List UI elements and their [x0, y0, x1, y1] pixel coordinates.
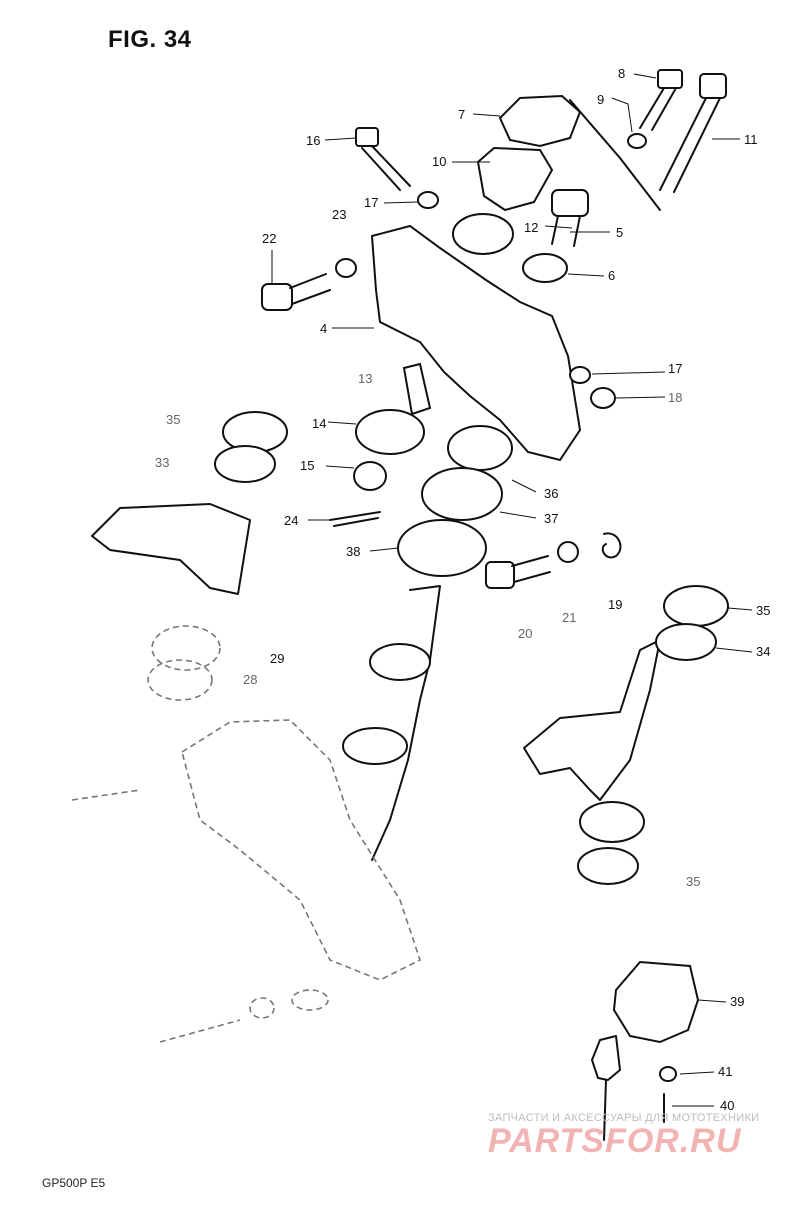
bolt-16: [355, 127, 411, 191]
callout-35-left: 35: [166, 412, 181, 427]
callout-7: 7: [458, 107, 466, 122]
steering-bracket-4: [370, 224, 582, 462]
washer-37: [421, 467, 503, 521]
bolt-22: [261, 273, 331, 311]
callout-12: 12: [524, 220, 539, 235]
callout-29: 29: [270, 651, 285, 666]
stem-nut-36: [447, 425, 513, 471]
callout-16: 16: [306, 133, 321, 148]
lock-wire: [569, 99, 661, 211]
callout-17-upper: 17: [364, 195, 379, 210]
leader-lines: [271, 73, 753, 1107]
faint-clip: [291, 989, 329, 1011]
callout-39: 39: [730, 994, 745, 1009]
callout-23: 23: [332, 207, 347, 222]
bushing-lower-right-2: [577, 847, 639, 885]
callout-35-lower-right: 35: [686, 874, 701, 889]
cotter-pin-24: [329, 511, 381, 527]
handlebar-clamp-7: [498, 94, 582, 148]
faint-bushing-left: [151, 625, 221, 671]
callout-14: 14: [312, 416, 327, 431]
callout-34: 34: [756, 644, 771, 659]
callout-35-right: 35: [756, 603, 771, 618]
stem-bearing-lower: [342, 727, 408, 765]
pin-13: [402, 362, 432, 416]
nut-18: [590, 387, 616, 409]
callout-28: 28: [243, 672, 258, 687]
bolt-12: [551, 189, 589, 247]
bushing-33-left: [214, 445, 276, 483]
bushing-35-lower-right: [579, 801, 645, 843]
bushing-35-right: [663, 585, 729, 627]
lower-bolt-faint: [71, 789, 241, 1043]
callout-13: 13: [358, 371, 373, 386]
callout-17-lower: 17: [668, 361, 683, 376]
washer-41: [659, 1066, 677, 1082]
nut-15: [353, 461, 387, 491]
callout-38: 38: [346, 544, 361, 559]
washer-23: [335, 258, 357, 278]
callout-18: 18: [668, 390, 683, 405]
washer-17-lower: [569, 366, 591, 384]
callout-6: 6: [608, 268, 616, 283]
lower-bracket-faint: [181, 719, 421, 981]
washer-9: [627, 133, 647, 149]
drawing-code: GP500P E5: [42, 1176, 106, 1190]
callout-20: 20: [518, 626, 533, 641]
steering-stem: [371, 585, 441, 861]
bolt-8: [639, 69, 683, 131]
ignition-switch-39: [612, 960, 700, 1044]
callout-11: 11: [744, 132, 758, 147]
callout-41: 41: [718, 1064, 733, 1079]
bolt-21: [485, 555, 551, 589]
spacer-6: [522, 253, 568, 283]
callout-4: 4: [320, 321, 328, 336]
callout-24: 24: [284, 513, 299, 528]
callout-21: 21: [562, 610, 577, 625]
bolt-11: [659, 73, 727, 193]
watermark-logo: PARTSFOR.RU: [488, 1122, 742, 1160]
handlebar-clamp-10: [476, 146, 554, 212]
ignition-key: [591, 1035, 621, 1141]
faint-bushing-left-2: [147, 659, 213, 701]
watermark-tagline: ЗАПЧАСТИ И АКСЕССУАРЫ ДЛЯ МОТОТЕХНИКИ: [488, 1112, 760, 1124]
upper-bushing: [452, 213, 514, 255]
bushing-34-right: [655, 623, 717, 661]
callout-40: 40: [720, 1098, 735, 1113]
callout-19: 19: [608, 597, 623, 612]
callout-15: 15: [300, 458, 315, 473]
bushing-14: [355, 409, 425, 455]
callout-8: 8: [618, 66, 626, 81]
callout-10: 10: [432, 154, 447, 169]
callout-22: 22: [262, 231, 277, 246]
bearing-38: [397, 519, 487, 577]
callout-37: 37: [544, 511, 559, 526]
right-bracket: [523, 639, 661, 801]
callout-36: 36: [544, 486, 559, 501]
stem-dust-seal: [369, 643, 431, 681]
watermark: ЗАПЧАСТИ И АКСЕССУАРЫ ДЛЯ МОТОТЕХНИКИ PA…: [488, 1112, 790, 1161]
faint-washer: [249, 997, 275, 1019]
figure-title: FIG. 34: [108, 26, 192, 53]
washer-17-upper: [417, 191, 439, 209]
clip-19: [601, 532, 622, 559]
callout-33: 33: [155, 455, 170, 470]
callout-5: 5: [616, 225, 624, 240]
washer-20: [557, 541, 579, 563]
callout-9: 9: [597, 92, 605, 107]
left-bracket: [91, 503, 251, 595]
